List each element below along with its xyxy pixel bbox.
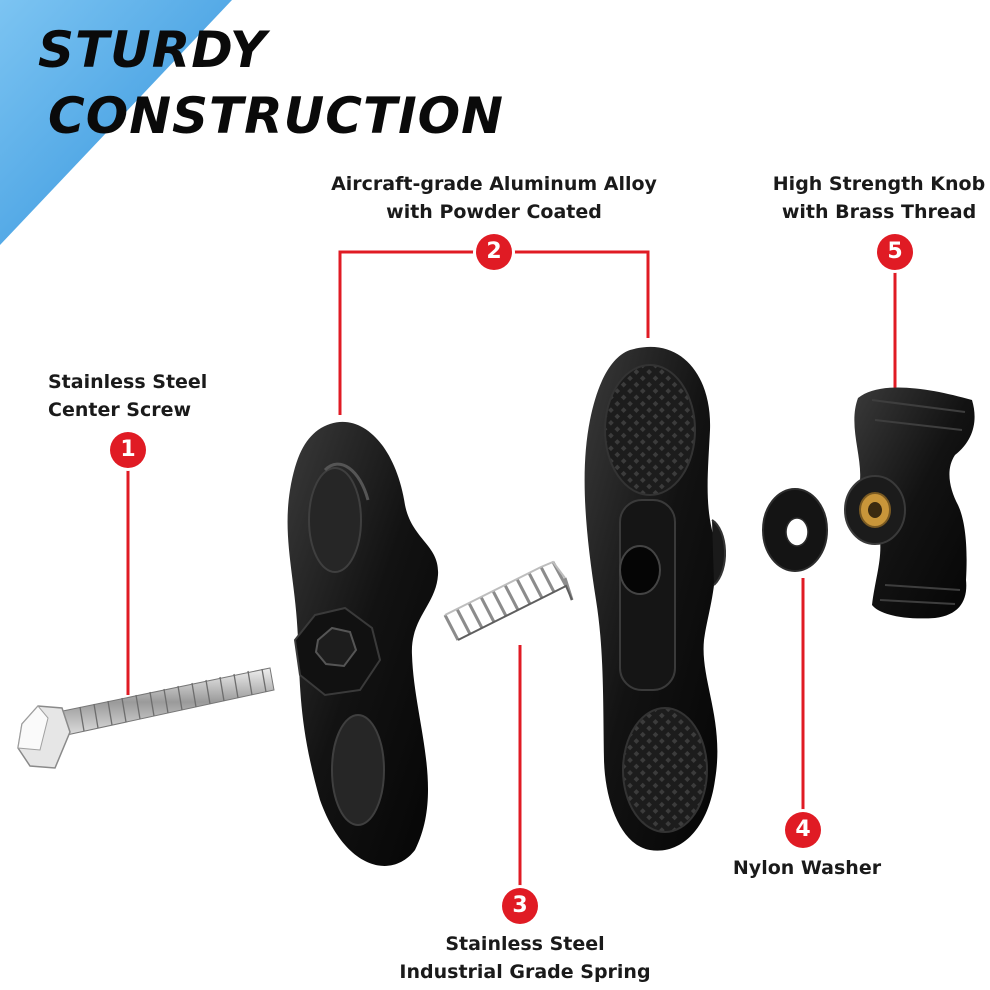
callout-4-number-badge: 4	[785, 812, 821, 848]
callout-2-number-badge: 2	[476, 234, 512, 270]
callout-2-line-1: Aircraft-grade Aluminum Alloy	[331, 173, 657, 195]
callout-3-label: Stainless Steel Industrial Grade Spring	[380, 930, 670, 986]
callout-3-number-badge: 3	[502, 888, 538, 924]
callout-5-label: High Strength Knob with Brass Thread	[768, 170, 990, 226]
callout-2-line-2: with Powder Coated	[386, 201, 602, 223]
callout-5-line-1: High Strength Knob	[772, 173, 986, 195]
callout-1-number-badge: 1	[110, 432, 146, 468]
callout-1-label: Stainless Steel Center Screw	[48, 368, 223, 424]
callout-5-line-2: with Brass Thread	[781, 201, 977, 223]
callout-5-number-badge: 5	[877, 234, 913, 270]
leader-lines	[126, 250, 897, 888]
callout-1-line-1: Stainless Steel	[48, 371, 208, 393]
callout-3-line-1: Stainless Steel	[445, 933, 605, 955]
callout-4-label: Nylon Washer	[722, 854, 892, 882]
callout-3-line-2: Industrial Grade Spring	[399, 961, 651, 983]
headline-line-2: CONSTRUCTION	[48, 87, 505, 145]
callout-2-label: Aircraft-grade Aluminum Alloy with Powde…	[304, 170, 684, 226]
callout-1-line-2: Center Screw	[48, 399, 192, 421]
headline-line-1: STURDY	[38, 21, 268, 79]
nylon-washer-graphic	[762, 488, 828, 572]
left-arm-graphic	[287, 421, 439, 866]
knob-graphic	[844, 387, 975, 619]
center-screw-graphic	[17, 667, 275, 769]
right-arm-graphic	[584, 346, 727, 851]
callout-4-line-1: Nylon Washer	[732, 857, 882, 879]
spring-graphic	[443, 560, 574, 641]
